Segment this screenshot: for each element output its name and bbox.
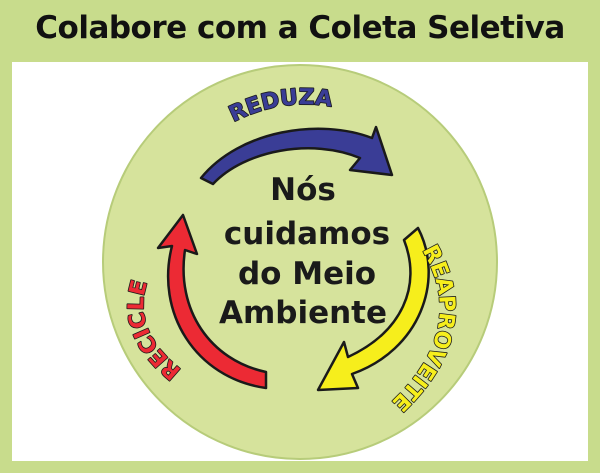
recicle-arrow [156, 213, 268, 390]
center-line-4: Ambiente [219, 295, 387, 331]
center-line-3: do Meio [238, 256, 376, 292]
page-title: Colabore com a Coleta Seletiva [35, 10, 565, 46]
center-circle [102, 64, 498, 460]
reaproveite-arrow [316, 226, 430, 392]
center-line-2: cuidamos [224, 216, 390, 252]
center-line-1: Nós [270, 172, 336, 208]
reduza-arrow [199, 125, 394, 186]
